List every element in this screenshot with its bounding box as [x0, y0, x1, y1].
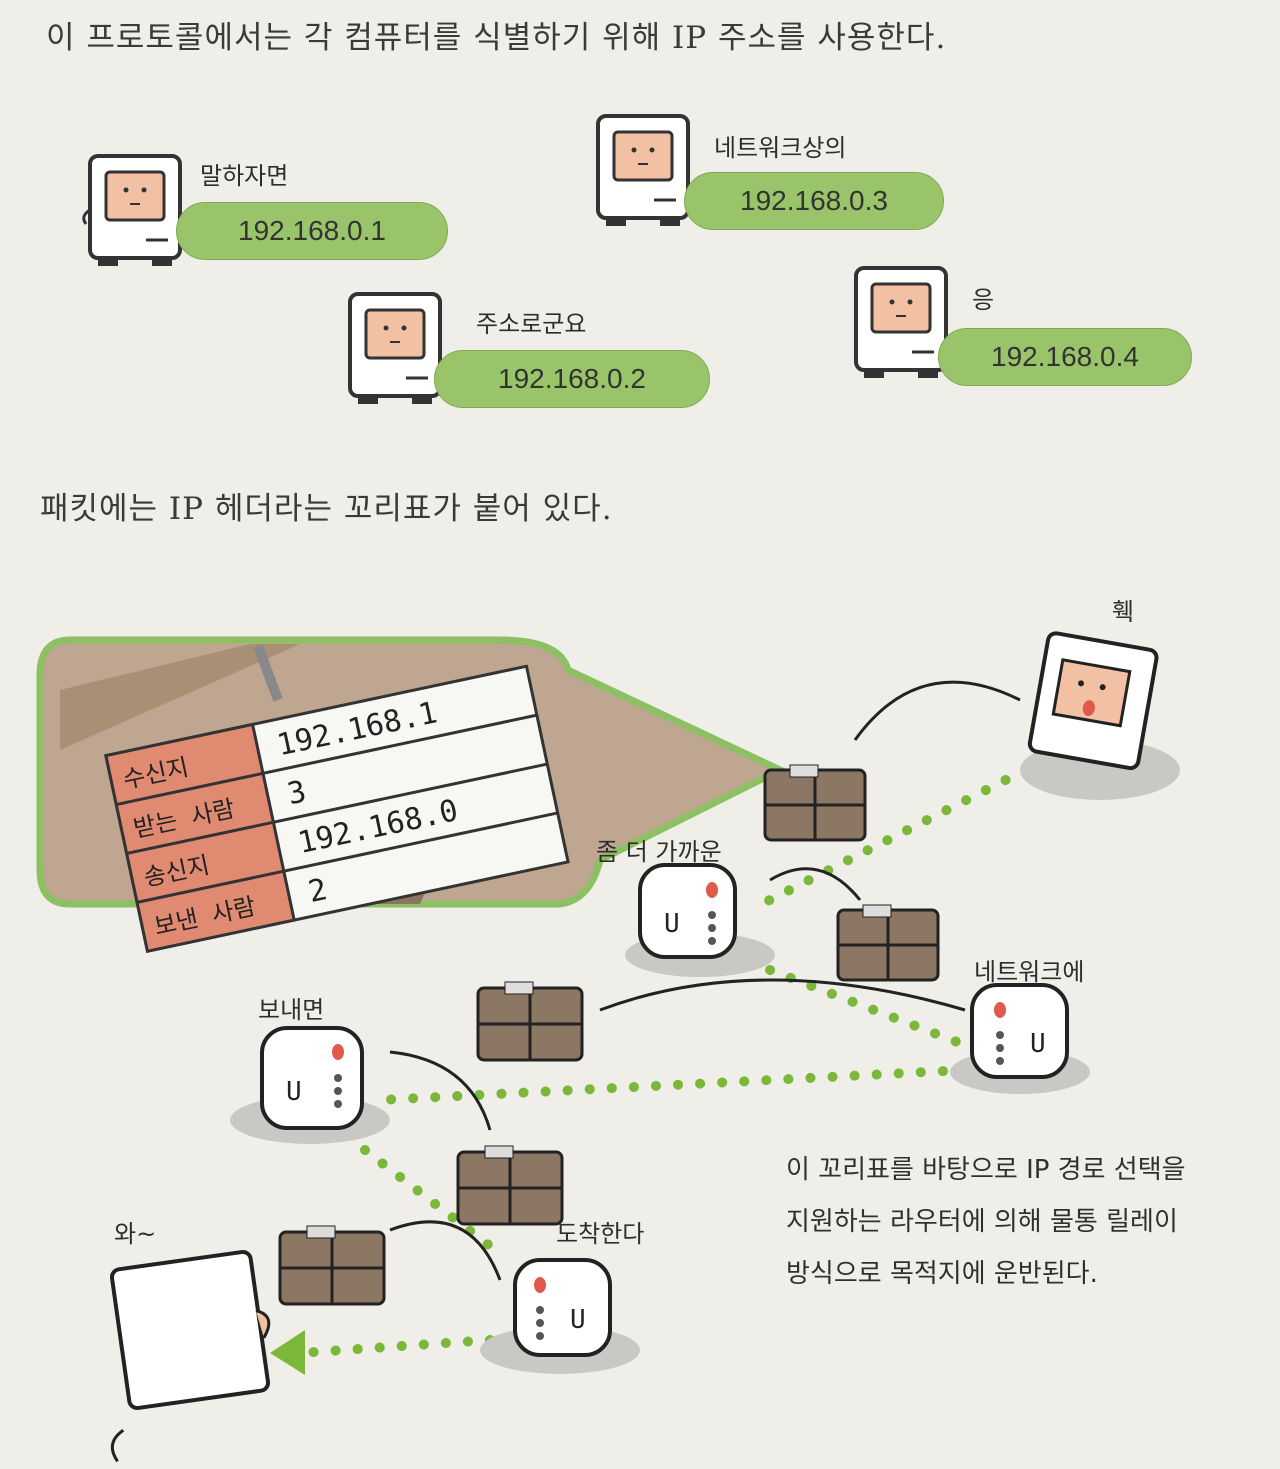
- note-line-3: 방식으로 목적지에 운반된다.: [786, 1259, 1098, 1289]
- router-2: U: [970, 983, 1069, 1079]
- computer-1: [80, 150, 188, 294]
- computer-2: [588, 110, 696, 254]
- arrow-left-icon: [270, 1330, 305, 1375]
- computer-4: [846, 262, 954, 406]
- note-line-2: 지원하는 라우터에 의해 물통 릴레이: [786, 1207, 1178, 1237]
- package-3: [476, 981, 584, 1062]
- svg-text:U: U: [664, 909, 680, 939]
- speech-whoosh: 훽: [1112, 598, 1135, 626]
- speech-4: 응: [972, 286, 995, 314]
- svg-text:U: U: [286, 1077, 302, 1107]
- explanation-note: 이 꼬리표를 바탕으로 IP 경로 선택을 지원하는 라우터에 의해 물통 릴레…: [786, 1144, 1186, 1300]
- relay-illustration: 수신지 192.168.1 받는 사람 3 송신지 192.168.0 보낸 사…: [36, 631, 1180, 1463]
- svg-text:U: U: [1030, 1029, 1046, 1059]
- speech-closer: 좀 더 가까운: [596, 838, 722, 866]
- router-4: U: [513, 1258, 612, 1357]
- speech-wow: 와~: [114, 1220, 157, 1248]
- computer-icon: [854, 266, 948, 378]
- computer-3: [340, 288, 448, 432]
- ip-pill-4: 192.168.0.4: [938, 328, 1192, 386]
- package-2: [836, 904, 940, 982]
- speech-network: 네트워크에: [974, 958, 1085, 986]
- computer-icon: [82, 154, 182, 266]
- speech-3: 주소로군요: [476, 310, 587, 338]
- speech-arrive: 도착한다: [556, 1220, 645, 1248]
- router-1: U: [638, 863, 737, 959]
- ip-pill-2: 192.168.0.2: [434, 350, 710, 408]
- destination-computer: [1027, 631, 1159, 771]
- computer-icon: [348, 292, 442, 404]
- package-5: [278, 1225, 386, 1306]
- svg-text:U: U: [570, 1305, 586, 1335]
- speech-send: 보내면: [258, 996, 325, 1024]
- packet-label-card: 수신지 192.168.1 받는 사람 3 송신지 192.168.0 보낸 사…: [104, 664, 570, 954]
- package-1: [763, 764, 867, 842]
- speech-1: 말하자면: [200, 162, 289, 190]
- note-line-1: 이 꼬리표를 바탕으로 IP 경로 선택을: [786, 1155, 1186, 1185]
- router-3: U: [260, 1026, 364, 1130]
- middle-caption: 패킷에는 IP 헤더라는 꼬리표가 붙어 있다.: [40, 491, 613, 527]
- sender-computer: [109, 1249, 271, 1463]
- route-dots: [295, 755, 1050, 1358]
- speech-2: 네트워크상의: [714, 134, 847, 162]
- ip-pill-3: 192.168.0.3: [684, 172, 944, 230]
- top-caption: 이 프로토콜에서는 각 컴퓨터를 식별하기 위해 IP 주소를 사용한다.: [46, 20, 947, 56]
- computer-icon: [596, 114, 690, 226]
- package-4: [456, 1145, 564, 1226]
- ip-pill-1: 192.168.0.1: [176, 202, 448, 260]
